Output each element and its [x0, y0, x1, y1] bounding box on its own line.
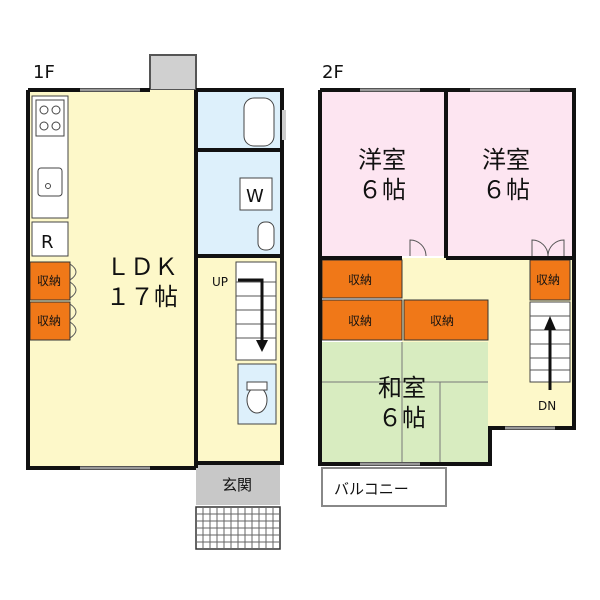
balcony-label: バルコニー: [334, 480, 409, 498]
storage-2f-b: [321, 299, 403, 341]
stove-icon: [35, 99, 65, 137]
floor-2-label: 2F: [322, 62, 344, 83]
door-swing-icon: [69, 263, 77, 299]
walls-2f: [318, 88, 576, 466]
burner-icon: [39, 121, 49, 131]
burner-icon: [39, 105, 49, 115]
japanese-room: [322, 342, 488, 462]
balcony: [321, 467, 447, 507]
sink-icon: [37, 167, 63, 197]
fridge-space: [31, 221, 69, 257]
washer-space: [239, 177, 273, 211]
storage-2f-c: [403, 299, 489, 341]
stairs-up-label: UP: [212, 275, 228, 289]
drain-icon: [45, 183, 51, 189]
room-left-name: 洋室: [358, 146, 406, 174]
storage-2f-a: [321, 259, 403, 299]
burner-icon: [51, 105, 61, 115]
room-left-size: ６帖: [358, 176, 406, 204]
stairs-dn-label: DN: [538, 399, 556, 413]
storage-1f-2: [29, 301, 71, 341]
stairs-1f: [235, 261, 277, 361]
floor-1-label: 1F: [33, 62, 55, 83]
room-right-size: ６帖: [482, 176, 530, 204]
ldk-size: １７帖: [106, 283, 178, 311]
tatami-lines: [322, 342, 488, 462]
windows-1f: [80, 88, 150, 470]
storage-2f-b-label: 収納: [348, 314, 372, 328]
storage-2f-d-label: 収納: [536, 273, 560, 287]
ldk-name: ＬＤＫ: [106, 253, 178, 281]
entry-porch-top: [149, 54, 197, 91]
washbasin-icon: [257, 221, 275, 251]
stairs-arrow-icon: [238, 278, 264, 346]
toilet-tank-icon: [246, 381, 268, 391]
entrance: [196, 463, 280, 505]
window-icon: [282, 110, 286, 140]
western-room-right: [446, 92, 572, 256]
washer-label: W: [246, 186, 264, 207]
windows-2f: [360, 88, 555, 466]
arrow-head-icon: [256, 340, 268, 352]
western-room-left: [322, 92, 444, 256]
entrance-label: 玄関: [222, 476, 252, 494]
storage-2f-c-label: 収納: [430, 314, 454, 328]
burner-icon: [51, 121, 61, 131]
storage-2f-a-label: 収納: [348, 273, 372, 287]
door-swing-icon: [69, 303, 77, 339]
door-swing-icon: [409, 239, 427, 257]
washitsu-size: ６帖: [378, 404, 426, 432]
toilet-icon: [246, 386, 268, 414]
step-grid: [196, 507, 280, 549]
stair-treads: [236, 281, 276, 339]
storage-1f-2-label: 収納: [37, 314, 61, 328]
bathtub-icon: [243, 97, 275, 147]
door-swing-icon: [531, 239, 565, 257]
room-right-name: 洋室: [482, 146, 530, 174]
washitsu-name: 和室: [378, 374, 426, 402]
storage-1f-1-label: 収納: [37, 274, 61, 288]
fridge-label: R: [41, 232, 54, 253]
arrow-head-icon: [544, 316, 556, 330]
